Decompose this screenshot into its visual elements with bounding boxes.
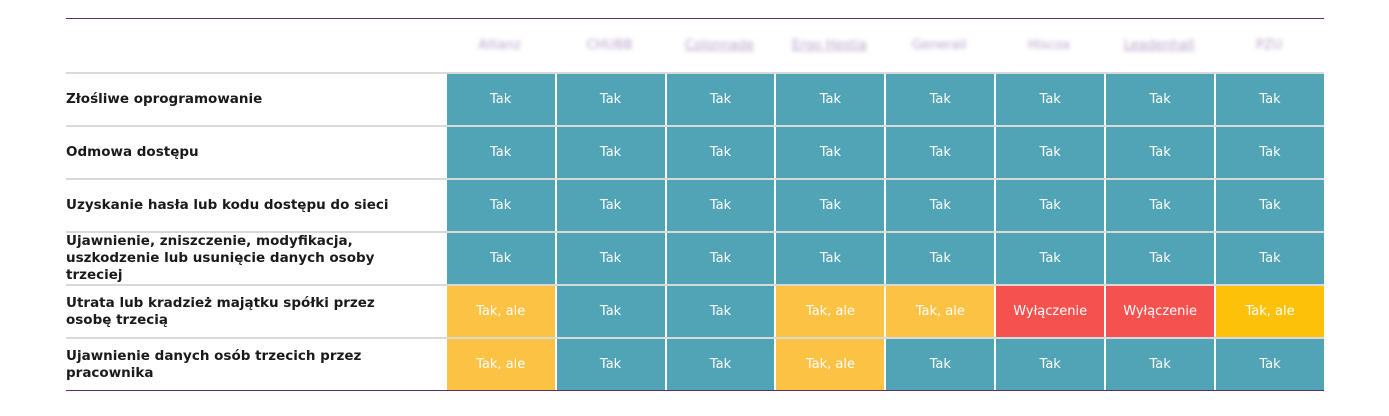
table-row: Utrata lub kradzież majątku spółki przez… bbox=[66, 286, 1324, 339]
coverage-cell: Tak bbox=[776, 127, 885, 178]
coverage-cell: Tak bbox=[996, 74, 1105, 125]
coverage-cell: Tak bbox=[996, 180, 1105, 231]
coverage-cell: Tak bbox=[886, 74, 995, 125]
coverage-cell: Tak bbox=[886, 233, 995, 284]
coverage-cell: Wyłączenie bbox=[1106, 286, 1215, 337]
table-row: Odmowa dostępu Tak Tak Tak Tak Tak Tak T… bbox=[66, 127, 1324, 180]
coverage-cell: Tak bbox=[666, 286, 775, 337]
insurer-header: CHUBB bbox=[555, 19, 665, 72]
insurer-header: Allianz bbox=[445, 19, 555, 72]
header-corner-cell bbox=[66, 19, 445, 72]
coverage-cell: Tak, ale bbox=[776, 286, 885, 337]
coverage-cell: Tak bbox=[1106, 180, 1215, 231]
insurer-header[interactable]: Ergo Hestia bbox=[774, 19, 884, 72]
table-row: Uzyskanie hasła lub kodu dostępu do siec… bbox=[66, 180, 1324, 233]
insurer-name[interactable]: Colonnade bbox=[684, 38, 755, 53]
insurer-name: Generali bbox=[911, 38, 967, 53]
table-row: Ujawnienie danych osób trzecich przez pr… bbox=[66, 339, 1324, 390]
coverage-cell: Tak, ale bbox=[446, 286, 555, 337]
coverage-cell: Tak bbox=[446, 233, 555, 284]
coverage-cell: Tak bbox=[666, 233, 775, 284]
coverage-cell: Tak bbox=[776, 233, 885, 284]
insurer-name[interactable]: Ergo Hestia bbox=[791, 38, 867, 53]
coverage-cell: Tak bbox=[1216, 74, 1324, 125]
coverage-cell: Tak bbox=[996, 127, 1105, 178]
coverage-cell: Tak bbox=[556, 74, 665, 125]
table-row: Złośliwe oprogramowanie Tak Tak Tak Tak … bbox=[66, 74, 1324, 127]
insurer-header[interactable]: Colonnade bbox=[665, 19, 775, 72]
insurer-name: CHUBB bbox=[586, 38, 633, 53]
coverage-cell: Tak bbox=[556, 233, 665, 284]
insurer-name: PZU bbox=[1255, 38, 1283, 53]
row-label: Uzyskanie hasła lub kodu dostępu do siec… bbox=[66, 197, 389, 214]
insurer-name: Allianz bbox=[478, 38, 522, 53]
table-header-row: Allianz CHUBB Colonnade Ergo Hestia Gene… bbox=[66, 19, 1324, 74]
coverage-cell: Tak bbox=[996, 233, 1105, 284]
comparison-table: Allianz CHUBB Colonnade Ergo Hestia Gene… bbox=[66, 18, 1324, 391]
coverage-cell: Tak bbox=[556, 180, 665, 231]
row-label: Utrata lub kradzież majątku spółki przez… bbox=[66, 294, 375, 328]
coverage-cell: Tak bbox=[666, 74, 775, 125]
coverage-cell: Tak bbox=[666, 180, 775, 231]
coverage-cell: Tak bbox=[446, 74, 555, 125]
coverage-cell: Tak bbox=[446, 180, 555, 231]
coverage-cell: Tak bbox=[556, 286, 665, 337]
coverage-cell: Tak bbox=[1216, 339, 1324, 390]
row-label: Ujawnienie danych osób trzecich przez pr… bbox=[66, 347, 362, 381]
coverage-cell: Tak bbox=[886, 339, 995, 390]
coverage-cell: Tak bbox=[1216, 233, 1324, 284]
coverage-cell: Tak bbox=[886, 180, 995, 231]
coverage-cell: Tak bbox=[1106, 233, 1215, 284]
table-row: Ujawnienie, zniszczenie, modyfikacja, us… bbox=[66, 233, 1324, 286]
coverage-cell: Tak bbox=[446, 127, 555, 178]
coverage-cell: Tak, ale bbox=[886, 286, 995, 337]
coverage-cell: Wyłączenie bbox=[996, 286, 1105, 337]
coverage-cell: Tak bbox=[556, 339, 665, 390]
insurer-header: Generali bbox=[884, 19, 994, 72]
coverage-cell: Tak bbox=[1216, 127, 1324, 178]
coverage-cell: Tak bbox=[666, 339, 775, 390]
insurer-header[interactable]: Leadenhall bbox=[1104, 19, 1214, 72]
row-label: Złośliwe oprogramowanie bbox=[66, 91, 263, 108]
coverage-cell: Tak, ale bbox=[446, 339, 555, 390]
coverage-cell: Tak bbox=[776, 180, 885, 231]
insurer-name: Hiscox bbox=[1027, 38, 1071, 53]
insurer-header: Hiscox bbox=[994, 19, 1104, 72]
coverage-cell: Tak, ale bbox=[1216, 286, 1324, 337]
coverage-cell: Tak bbox=[666, 127, 775, 178]
coverage-cell: Tak bbox=[1216, 180, 1324, 231]
row-label: Odmowa dostępu bbox=[66, 144, 199, 161]
coverage-cell: Tak bbox=[776, 74, 885, 125]
coverage-cell: Tak bbox=[1106, 74, 1215, 125]
coverage-cell: Tak bbox=[556, 127, 665, 178]
insurer-name[interactable]: Leadenhall bbox=[1123, 38, 1195, 53]
coverage-cell: Tak, ale bbox=[776, 339, 885, 390]
coverage-cell: Tak bbox=[886, 127, 995, 178]
insurer-header: PZU bbox=[1214, 19, 1324, 72]
coverage-cell: Tak bbox=[1106, 339, 1215, 390]
coverage-cell: Tak bbox=[1106, 127, 1215, 178]
row-label: Ujawnienie, zniszczenie, modyfikacja, us… bbox=[66, 233, 375, 283]
coverage-cell: Tak bbox=[996, 339, 1105, 390]
